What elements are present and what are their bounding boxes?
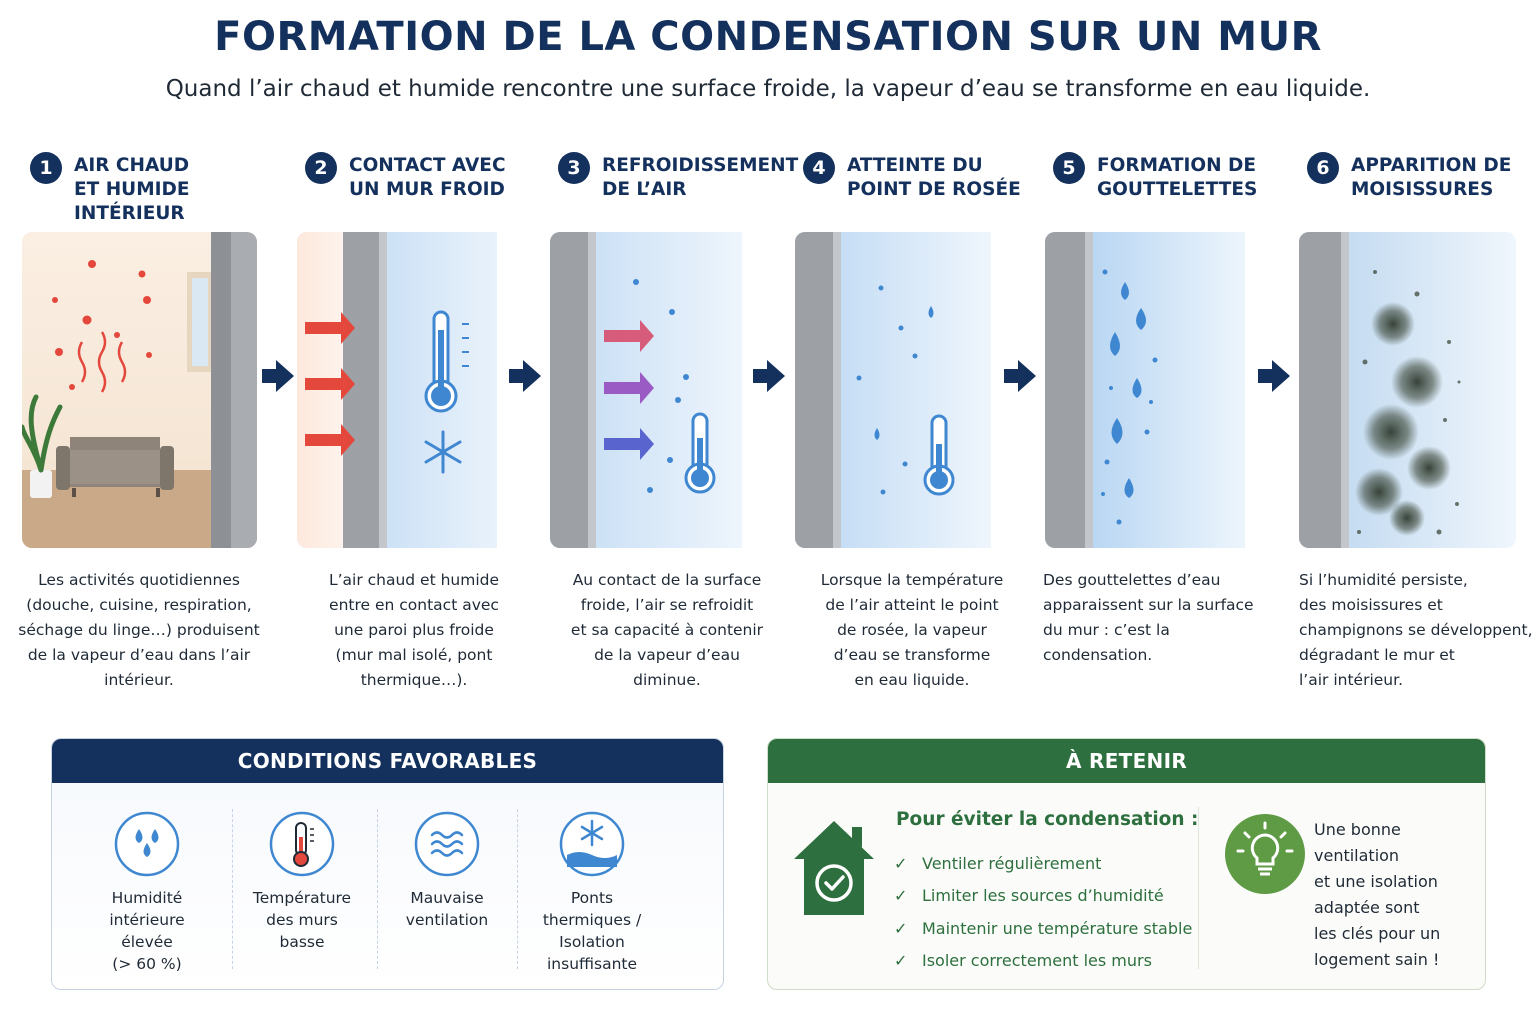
advice-item: ✓Maintenir une température stable xyxy=(894,918,1193,938)
retenir-panel: À RETENIR Pour éviter la condensation : … xyxy=(767,738,1486,990)
step-title: CONTACT AVEC UN MUR FROID xyxy=(349,155,506,200)
check-icon: ✓ xyxy=(894,918,908,938)
dew-point-illustration xyxy=(795,232,1030,548)
air-waves-icon xyxy=(414,811,480,877)
thermometer-icon xyxy=(269,811,335,877)
flow-arrow-icon xyxy=(753,360,785,392)
condition-item: Mauvaise ventilation xyxy=(387,811,507,931)
step-description: Si l’humidité persiste, des moisissures … xyxy=(1299,571,1533,689)
flow-arrow-icon xyxy=(1004,360,1036,392)
condition-label: Humidité intérieure élevée (> 60 %) xyxy=(109,889,185,973)
condition-label: Mauvaise ventilation xyxy=(405,889,489,929)
retenir-header: À RETENIR xyxy=(768,739,1485,783)
step-number-badge: 3 xyxy=(558,152,590,184)
air-cooling-illustration xyxy=(550,232,785,548)
check-icon: ✓ xyxy=(894,853,908,873)
step-3: 3 REFROIDISSEMENT DE L’AIR Au contact de… xyxy=(550,150,798,689)
conditions-header: CONDITIONS FAVORABLES xyxy=(52,739,723,783)
snowflake-icon xyxy=(424,430,462,474)
warm-air-cold-wall-illustration xyxy=(297,232,532,548)
advice-item: ✓Limiter les sources d’humidité xyxy=(894,886,1164,906)
step-description: Lorsque la température de l’air atteint … xyxy=(820,571,1004,689)
retenir-note: Une bonne ventilation et une isolation a… xyxy=(1314,820,1441,969)
step-number-badge: 5 xyxy=(1053,152,1085,184)
page-title: FORMATION DE LA CONDENSATION SUR UN MUR xyxy=(214,14,1322,60)
condition-label: Température des murs basse xyxy=(252,889,352,951)
step-2: 2 CONTACT AVEC UN MUR FROID xyxy=(297,150,537,689)
advice-item: ✓Ventiler régulièrement xyxy=(894,853,1102,873)
lightbulb-icon xyxy=(1225,814,1305,894)
step-1: 1 AIR CHAUD ET HUMIDE INTÉRIEUR xyxy=(18,150,262,689)
snowflake-bridge-icon xyxy=(559,811,625,877)
house-check-icon xyxy=(794,821,874,915)
step-number-badge: 1 xyxy=(30,152,62,184)
step-title: REFROIDISSEMENT DE L’AIR xyxy=(602,155,799,200)
step-title: AIR CHAUD ET HUMIDE INTÉRIEUR xyxy=(74,155,190,224)
step-number-badge: 4 xyxy=(803,152,835,184)
step-title: FORMATION DE GOUTTELETTES xyxy=(1097,155,1258,200)
step-number-badge: 2 xyxy=(305,152,337,184)
divider xyxy=(232,809,233,969)
page-subtitle: Quand l’air chaud et humide rencontre un… xyxy=(165,76,1371,102)
room-interior-illustration xyxy=(22,232,257,548)
mold-growth-illustration xyxy=(1299,232,1516,548)
divider xyxy=(377,809,378,969)
step-description: Des gouttelettes d’eau apparaissent sur … xyxy=(1043,571,1254,664)
step-title: APPARITION DE MOISISSURES xyxy=(1351,155,1512,200)
advice-list: ✓Ventiler régulièrement ✓Limiter les sou… xyxy=(894,847,1192,977)
droplets-formation-illustration xyxy=(1045,232,1280,548)
flow-arrow-icon xyxy=(1258,360,1290,392)
divider xyxy=(517,809,518,969)
step-description: L’air chaud et humide entre en contact a… xyxy=(328,571,500,689)
divider xyxy=(1198,807,1199,969)
advice-item: ✓Isoler correctement les murs xyxy=(894,951,1152,971)
water-drops-icon xyxy=(114,811,180,877)
step-4: 4 ATTEINTE DU POINT DE ROSÉE Lorsque la … xyxy=(795,150,1035,689)
conditions-panel: CONDITIONS FAVORABLES Humidité intérieur… xyxy=(51,738,724,990)
step-5: 5 FORMATION DE GOUTTELETTES Des gout xyxy=(1043,150,1285,664)
check-icon: ✓ xyxy=(894,886,908,906)
check-icon: ✓ xyxy=(894,951,908,971)
condition-item: Humidité intérieure élevée (> 60 %) xyxy=(72,811,222,975)
flow-arrow-icon xyxy=(509,360,541,392)
step-number-badge: 6 xyxy=(1307,152,1339,184)
flow-arrow-icon xyxy=(262,360,294,392)
step-description: Les activités quotidiennes (douche, cuis… xyxy=(18,571,260,689)
condition-item: Ponts thermiques / Isolation insuffisant… xyxy=(522,811,662,975)
step-6: 6 APPARITION DE MOISISSURES Si l’humidi xyxy=(1299,150,1536,689)
retenir-title: Pour éviter la condensation : xyxy=(896,809,1199,830)
step-description: Au contact de la surface froide, l’air s… xyxy=(570,571,764,689)
condition-label: Ponts thermiques / Isolation insuffisant… xyxy=(542,889,642,973)
step-title: ATTEINTE DU POINT DE ROSÉE xyxy=(847,155,1021,200)
condition-item: Température des murs basse xyxy=(242,811,362,953)
